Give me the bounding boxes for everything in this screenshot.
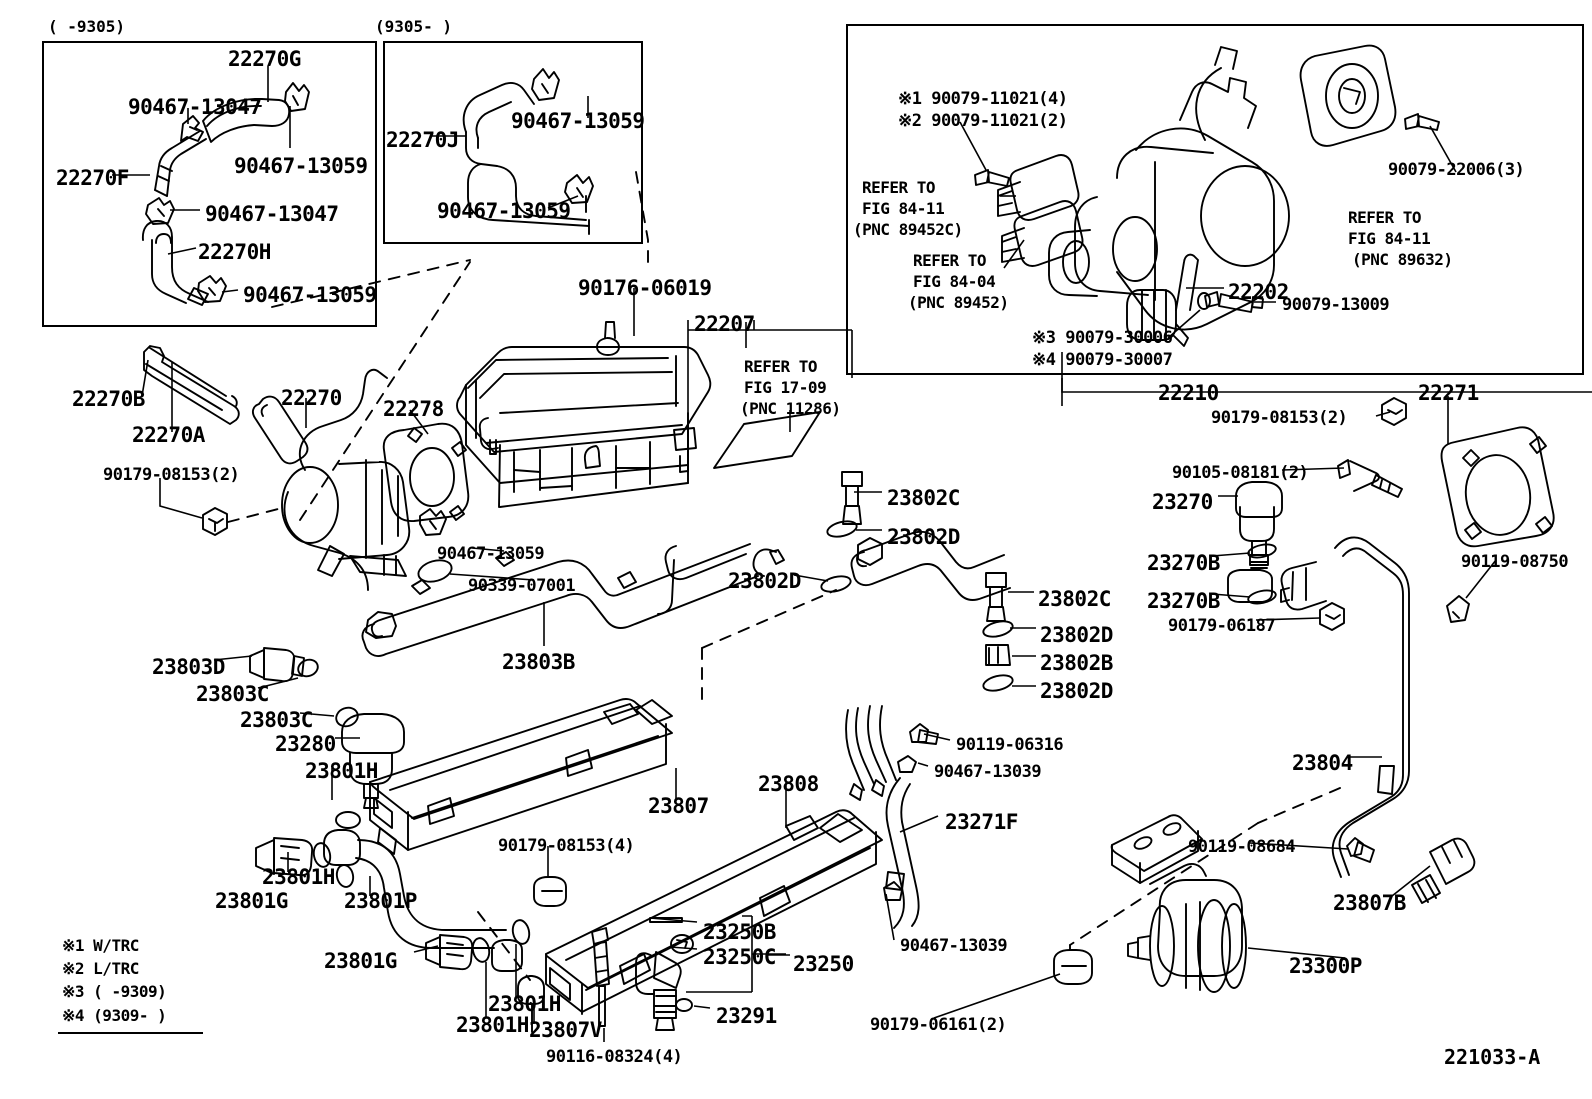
refer-to-label: FIG 84-04	[913, 272, 996, 291]
part-label: 23807	[648, 794, 709, 818]
legend-block: ※1 W/TRC ※2 L/TRC ※3 ( -9309) ※4 (9309- …	[62, 934, 167, 1027]
part-label: ※1 90079-11021(4)	[898, 89, 1068, 109]
part-label: 90467-13059	[437, 544, 545, 564]
part-label: 23801G	[324, 949, 397, 973]
part-label: 22270F	[56, 166, 129, 190]
part-label: 23270	[1152, 490, 1213, 514]
part-label: 90179-06161(2)	[870, 1015, 1007, 1035]
legend-item: ※3 ( -9309)	[62, 982, 167, 1002]
part-label: 22207	[694, 312, 755, 336]
refer-to-label: FIG 17-09	[744, 378, 827, 397]
part-label: 90179-08153(2)	[1211, 408, 1348, 428]
part-label: 23250B	[703, 920, 776, 944]
part-label: 22270J	[386, 128, 459, 152]
part-label: 23802D	[887, 525, 960, 549]
part-label: 23280	[275, 732, 336, 756]
refer-to-label: FIG 84-11	[1348, 229, 1431, 248]
part-label: 23250C	[703, 945, 776, 969]
part-label: 23803D	[152, 655, 225, 679]
part-label: 90467-13039	[934, 762, 1042, 782]
part-label: 23801H	[488, 992, 561, 1016]
part-label: 23803C	[196, 682, 269, 706]
part-label: 23803B	[502, 650, 575, 674]
legend-item: ※4 (9309- )	[62, 1005, 167, 1025]
part-label: 22270H	[198, 240, 271, 264]
part-label: 90079-13009	[1282, 295, 1390, 315]
part-label: 23802C	[887, 486, 960, 510]
part-label: 23271F	[945, 810, 1018, 834]
part-label: 23270B	[1147, 551, 1220, 575]
inset-header-left: ( -9305)	[48, 17, 126, 36]
legend-item: ※1 W/TRC	[62, 936, 139, 955]
refer-to-label: (PNC 89632)	[1352, 250, 1453, 269]
part-label: 23801H	[262, 865, 335, 889]
part-label: 90467-13059	[234, 154, 368, 178]
part-label: 90467-13039	[900, 936, 1008, 956]
part-label: 90179-06187	[1168, 616, 1276, 636]
part-label: 90467-13059	[243, 283, 377, 307]
part-label: 90119-08684	[1188, 837, 1296, 857]
refer-to-label: (PNC 11286)	[740, 399, 841, 418]
part-label: 23802B	[1040, 651, 1113, 675]
part-label: 23804	[1292, 751, 1353, 775]
refer-to-label: FIG 84-11	[862, 199, 945, 218]
refer-to-label: REFER TO	[1348, 208, 1422, 227]
part-label: 23802D	[1040, 623, 1113, 647]
part-label: 23801H	[456, 1013, 529, 1037]
part-label: ※2 90079-11021(2)	[898, 111, 1068, 131]
part-label: 90119-06316	[956, 735, 1064, 755]
inset-box-right	[846, 24, 1584, 375]
part-label: 22202	[1228, 280, 1289, 304]
part-label: 23250	[793, 952, 854, 976]
part-label: ※3 90079-30006	[1032, 328, 1173, 348]
part-label: 23801H	[305, 759, 378, 783]
part-label: 90467-13047	[205, 202, 339, 226]
part-label: 90467-13059	[511, 109, 645, 133]
legend-underline	[58, 1032, 203, 1034]
part-label: 90467-13047	[128, 95, 262, 119]
figure-id: 221033-A	[1444, 1045, 1541, 1069]
part-label: 90079-22006(3)	[1388, 160, 1525, 180]
part-label: 22270A	[132, 423, 205, 447]
part-label: 90116-08324(4)	[546, 1047, 683, 1067]
part-label: 90176-06019	[578, 276, 712, 300]
refer-to-label: (PNC 89452C)	[853, 220, 963, 239]
part-label: 22210	[1158, 381, 1219, 405]
part-label: 23270B	[1147, 589, 1220, 613]
part-label: 23802D	[728, 569, 801, 593]
part-label: 90179-08153(4)	[498, 836, 635, 856]
legend-item: ※2 L/TRC	[62, 959, 139, 979]
refer-to-label: REFER TO	[862, 178, 936, 197]
part-label: 23291	[716, 1004, 777, 1028]
part-label: 90119-08750	[1461, 552, 1569, 572]
part-label: 23803C	[240, 708, 313, 732]
refer-to-label: REFER TO	[744, 357, 818, 376]
part-label: ※4 90079-30007	[1032, 350, 1173, 370]
part-label: 22270	[281, 386, 342, 410]
part-label: 22270G	[228, 47, 301, 71]
part-label: 22270B	[72, 387, 145, 411]
part-label: 23807V	[529, 1018, 602, 1042]
part-label: 22271	[1418, 381, 1479, 405]
part-label: 23808	[758, 772, 819, 796]
part-label: 90179-08153(2)	[103, 465, 240, 485]
part-label: 90339-07001	[468, 576, 576, 596]
inset-box-left	[42, 41, 377, 327]
part-label: 90467-13059	[437, 199, 571, 223]
part-label: 23801P	[344, 889, 417, 913]
part-label: 23802D	[1040, 679, 1113, 703]
part-label: 90105-08181(2)	[1172, 463, 1309, 483]
part-label: 23801G	[215, 889, 288, 913]
part-label: 23802C	[1038, 587, 1111, 611]
part-label: 23300P	[1289, 954, 1362, 978]
inset-box-mid	[383, 41, 643, 244]
inset-header-mid: (9305- )	[375, 17, 453, 36]
part-label: 23807B	[1333, 891, 1406, 915]
refer-to-label: REFER TO	[913, 251, 987, 270]
refer-to-label: (PNC 89452)	[908, 293, 1009, 312]
part-label: 22278	[383, 397, 444, 421]
